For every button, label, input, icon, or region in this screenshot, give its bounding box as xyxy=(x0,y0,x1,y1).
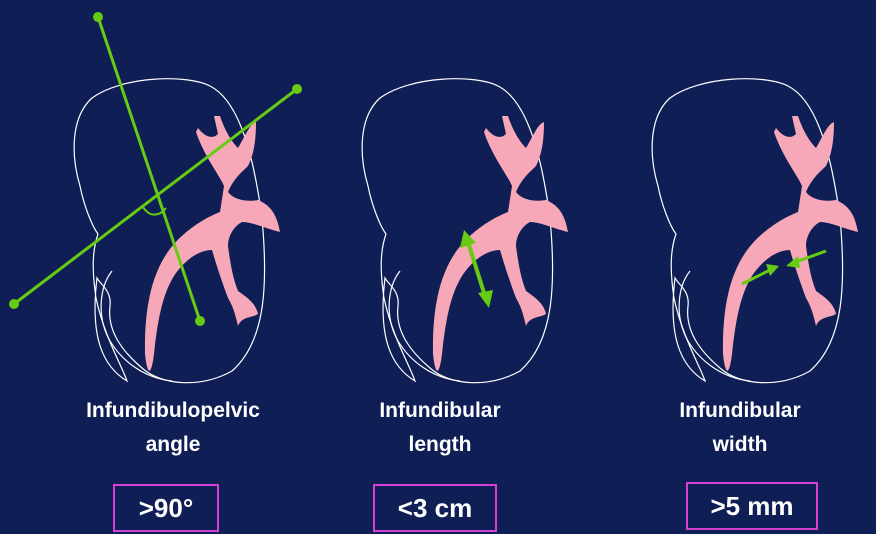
value-box-width: >5 mm xyxy=(686,482,818,530)
caption-line: angle xyxy=(28,428,318,462)
caption-line: Infundibular xyxy=(640,394,840,428)
value-box-length: <3 cm xyxy=(373,484,497,532)
infundibular-axis-line xyxy=(98,17,200,321)
kidney-panel-3 xyxy=(652,79,858,383)
endpoint-dot xyxy=(195,316,205,326)
pelvic-axis-line xyxy=(14,89,297,304)
caption-line: length xyxy=(340,428,540,462)
endpoint-dot xyxy=(93,12,103,22)
caption-line: width xyxy=(640,428,840,462)
endpoint-dot xyxy=(9,299,19,309)
kidney-panel-2 xyxy=(362,79,568,383)
caption-line: Infundibular xyxy=(340,394,540,428)
arrowhead-down xyxy=(478,290,493,308)
caption-infundibulopelvic-angle: Infundibulopelvic angle xyxy=(28,394,318,462)
endpoint-dot xyxy=(292,84,302,94)
caption-line: Infundibulopelvic xyxy=(28,394,318,428)
caption-infundibular-length: Infundibular length xyxy=(340,394,540,462)
value-box-angle: >90° xyxy=(113,484,219,532)
caption-infundibular-width: Infundibular width xyxy=(640,394,840,462)
